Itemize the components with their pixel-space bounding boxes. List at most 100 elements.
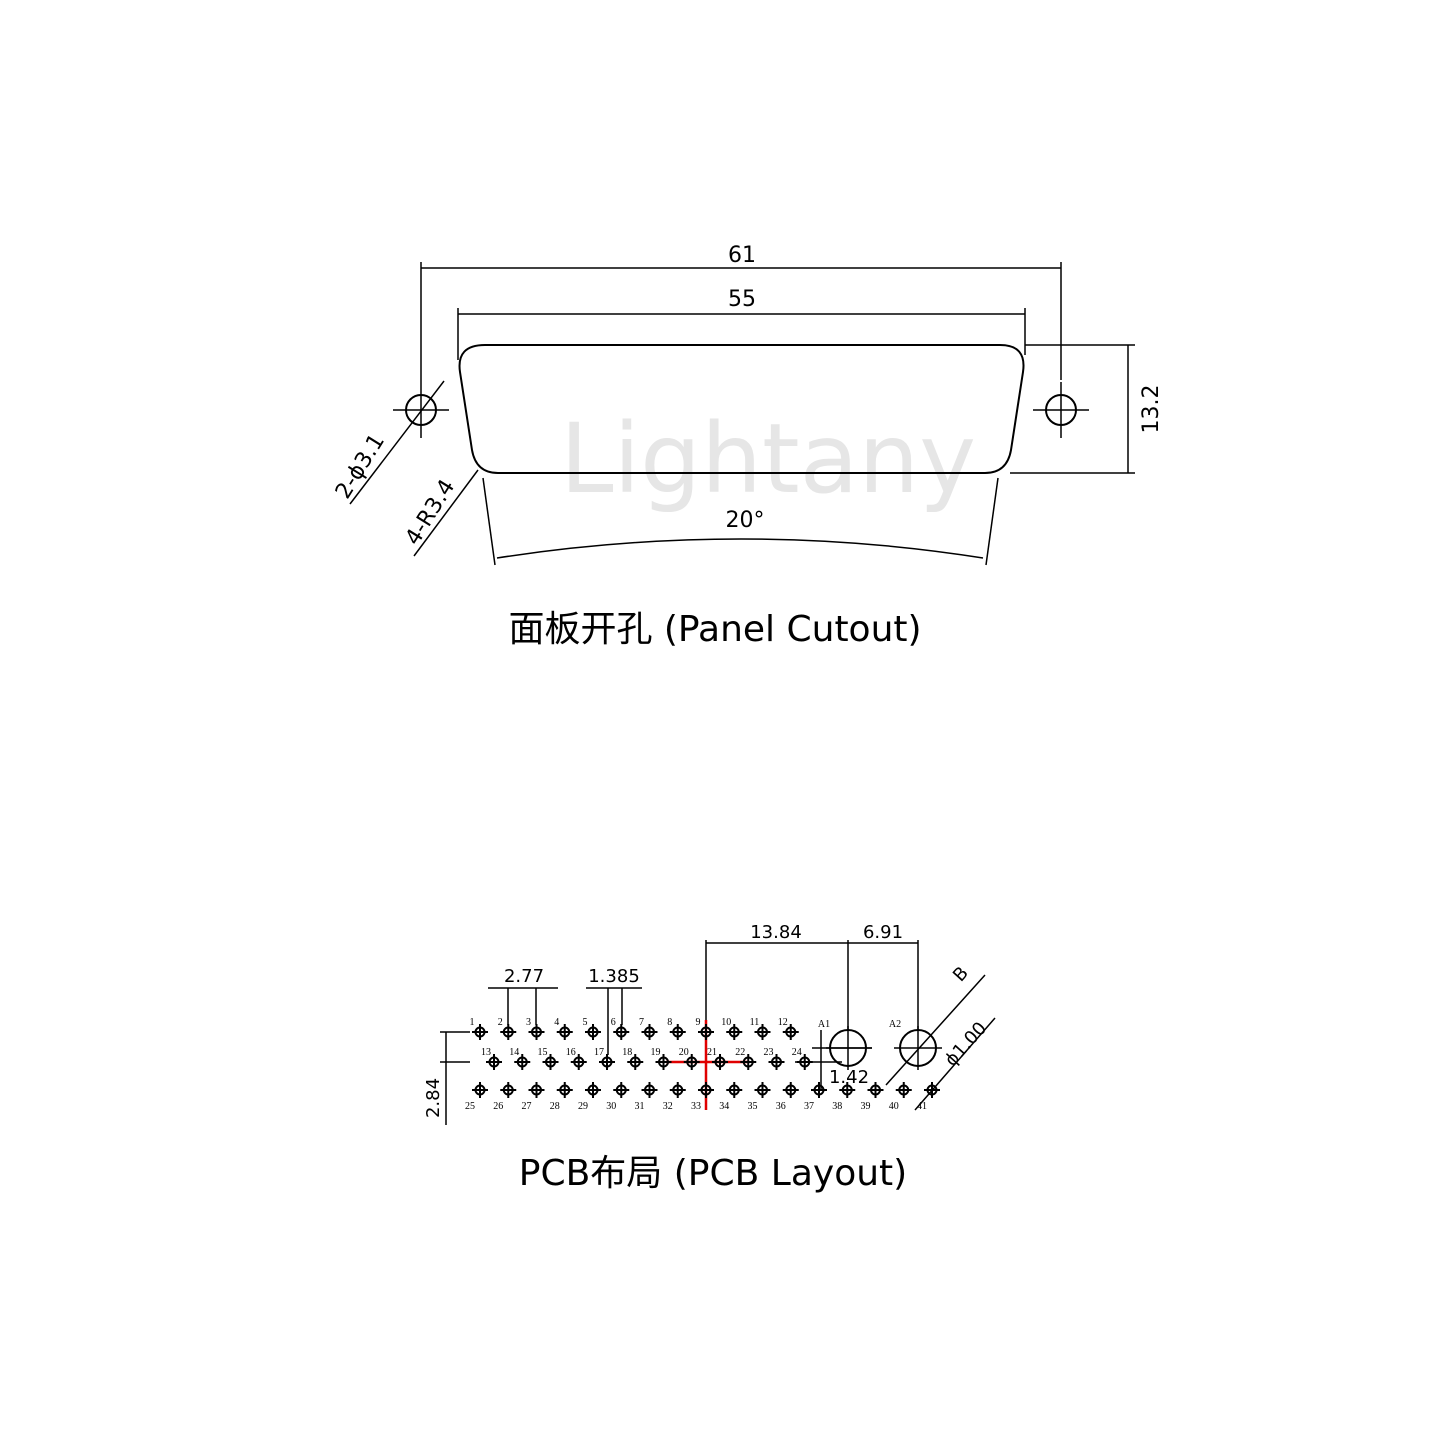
dim-a2-offset: 6.91: [863, 922, 903, 943]
dim-pitch: 2.77: [504, 966, 544, 987]
d-sub-slot-outline: [458, 344, 1025, 474]
pin-hole: [500, 1082, 517, 1098]
dim-hole-dia: ϕ1.00: [941, 1018, 991, 1071]
pin-hole: [895, 1082, 912, 1098]
pin-number: 8: [667, 1017, 672, 1028]
pin-hole: [472, 1024, 488, 1040]
dim-slot-width: 55: [728, 287, 756, 312]
pin-hole: [514, 1054, 531, 1070]
pin-number: 38: [832, 1101, 842, 1112]
pin-number: 18: [622, 1047, 632, 1058]
pin-hole: [839, 1082, 856, 1098]
pin-number: 12: [778, 1017, 788, 1028]
pin-number: 5: [583, 1017, 588, 1028]
pin-hole: [698, 1082, 714, 1098]
pin-hole: [669, 1024, 686, 1040]
pin-number: 10: [721, 1017, 731, 1028]
pin-hole: [811, 1082, 827, 1098]
pin-hole: [768, 1054, 785, 1070]
pcb-layout-drawing: 2.77 1.385 13.84 6.91 2.84 1.42 B ϕ1.00 …: [423, 922, 996, 1125]
pin-number: 2: [498, 1017, 503, 1028]
dim-row-offset: 1.42: [829, 1067, 869, 1088]
pin-hole: [867, 1082, 884, 1098]
pin-hole: [712, 1054, 728, 1070]
pin-hole: [669, 1082, 686, 1098]
pin-hole: [585, 1082, 601, 1098]
pin-hole: [641, 1024, 658, 1040]
mounting-hole-right: [1033, 382, 1089, 438]
pin-hole: [726, 1082, 743, 1098]
pin-number: 41: [917, 1101, 927, 1112]
pin-number: 6: [611, 1017, 616, 1028]
leader-radius: [413, 469, 479, 557]
pin-number: 24: [792, 1047, 802, 1058]
pin-hole: [698, 1024, 714, 1040]
pin-hole: [683, 1054, 700, 1070]
pin-hole: [542, 1054, 559, 1070]
dim-half-pitch: 1.385: [588, 966, 640, 987]
dim-height: 13.2: [1139, 385, 1164, 434]
pin-hole: [570, 1054, 587, 1070]
pin-hole: [556, 1082, 573, 1098]
coax-hole-a1: [826, 1026, 872, 1070]
pin-hole: [740, 1054, 757, 1070]
dim-b: B: [949, 963, 973, 986]
pin-hole: [782, 1082, 799, 1098]
pin-hole: [585, 1024, 601, 1040]
pin-number: 36: [776, 1101, 786, 1112]
panel-cutout-title: 面板开孔 (Panel Cutout): [508, 609, 921, 650]
pin-number: 15: [538, 1047, 548, 1058]
pin-hole: [528, 1082, 545, 1098]
pin-hole: [528, 1024, 545, 1040]
pin-number: 14: [509, 1047, 519, 1058]
pin-number: 31: [635, 1101, 645, 1112]
watermark: Lightany: [560, 403, 976, 515]
pin-number: 37: [804, 1101, 814, 1112]
dim-a1-offset: 13.84: [750, 922, 802, 943]
pin-number: 34: [719, 1101, 729, 1112]
pin-number: 4: [554, 1017, 559, 1028]
pin-number: 35: [748, 1101, 758, 1112]
pin-hole: [641, 1082, 658, 1098]
coax-label-a2: A2: [889, 1019, 901, 1030]
pin-hole: [613, 1082, 630, 1098]
dim-overall-width: 61: [728, 243, 756, 268]
pin-number: 30: [606, 1101, 616, 1112]
dim-angle: 20°: [726, 508, 765, 533]
coax-label-a1: A1: [818, 1019, 830, 1030]
pin-number: 28: [550, 1101, 560, 1112]
leader-holes: [349, 380, 445, 505]
coax-hole-a2: [894, 1026, 942, 1070]
pin-number: 39: [861, 1101, 871, 1112]
pin-number: 33: [691, 1101, 701, 1112]
pin-number: 19: [651, 1047, 661, 1058]
pin-number: 1: [470, 1017, 475, 1028]
pin-number: 9: [696, 1017, 701, 1028]
pin-number: 11: [750, 1017, 760, 1028]
pin-number: 20: [679, 1047, 689, 1058]
pin-hole: [754, 1082, 771, 1098]
pin-hole: [486, 1054, 502, 1070]
pin-number: 23: [764, 1047, 774, 1058]
pin-hole: [556, 1024, 573, 1040]
pin-number: 16: [566, 1047, 576, 1058]
dim-row-spacing: 2.84: [423, 1078, 444, 1118]
pin-hole: [599, 1054, 615, 1070]
pin-number: 17: [594, 1047, 604, 1058]
pin-hole: [472, 1082, 488, 1098]
pin-number: 22: [735, 1047, 745, 1058]
pin-hole: [655, 1054, 672, 1070]
mounting-hole-left: [393, 380, 449, 438]
pin-number: 7: [639, 1017, 644, 1028]
dim-arc-20deg: [496, 538, 984, 559]
pin-hole: [782, 1024, 799, 1040]
pin-hole: [500, 1024, 517, 1040]
pin-number: 13: [481, 1047, 491, 1058]
pin-number: 21: [707, 1047, 717, 1058]
dim-holes: 2-ϕ3.1: [331, 430, 390, 504]
pin-number: 26: [493, 1101, 503, 1112]
pin-hole: [924, 1082, 940, 1098]
pin-hole: [613, 1024, 630, 1040]
pin-number: 40: [889, 1101, 899, 1112]
